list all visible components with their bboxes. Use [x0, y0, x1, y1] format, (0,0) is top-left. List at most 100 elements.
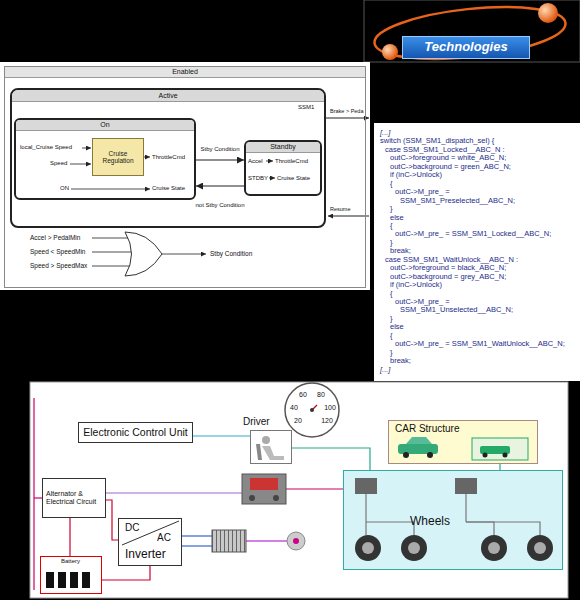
- battery-box: Battery: [40, 556, 102, 594]
- code-line: SSM_SM1_Unselected__ABC_N;: [400, 306, 513, 314]
- dial-number: 20: [294, 417, 302, 425]
- signal-label: Speed < SpeedMin: [30, 248, 85, 255]
- code-line: outC->foreground = white_ABC_N;: [390, 154, 506, 162]
- code-line: SSM_SM1_Preselected__ABC_N;: [400, 197, 515, 205]
- logo-box: Technologies: [402, 36, 530, 59]
- simulation-panel: [30, 382, 568, 598]
- code-line: outC->M_pre_ =: [395, 188, 450, 196]
- alternator-box: Alternator & Electrical Circuit: [42, 478, 106, 518]
- code-line: break;: [390, 247, 411, 255]
- code-line: {: [390, 180, 393, 188]
- connector: [69, 518, 70, 556]
- code-line: break;: [390, 357, 411, 365]
- code-line: outC->M_pre_ = SSM_SM1_Locked__ABC_N;: [395, 230, 551, 238]
- node-label: Technologies: [424, 40, 507, 55]
- code-line: outC->background = green_ABC_N;: [390, 163, 511, 171]
- code-line: {: [390, 222, 393, 230]
- code-line: {: [390, 332, 393, 340]
- disc: [287, 532, 305, 550]
- car-pictures: [398, 437, 528, 460]
- node-label: Alternator & Electrical Circuit: [46, 490, 102, 506]
- code-line: case SSM_SM1_WaitUnlock__ABC_N :: [385, 256, 518, 264]
- transition-label: not Stby Condition: [194, 202, 245, 209]
- code-line: else: [390, 323, 404, 331]
- code-panel: [374, 123, 580, 381]
- signal-label: Cruise State: [277, 175, 310, 182]
- code-line: [...]: [380, 129, 390, 137]
- node-label: Electronic Control Unit: [83, 426, 187, 438]
- wheels-ground: [343, 470, 563, 570]
- code-line: if (inC->Unlock): [390, 281, 442, 289]
- code-line: }: [390, 349, 393, 357]
- dial-number: 60: [299, 391, 307, 399]
- code-line: }: [390, 239, 393, 247]
- signal-label: Resume: [330, 206, 350, 212]
- signal-label: Brake > Peda: [330, 108, 363, 114]
- engine: [242, 474, 286, 504]
- connector: [292, 448, 370, 470]
- car-structure-box: CAR Structure: [388, 420, 538, 464]
- wires: [34, 398, 540, 590]
- signal-label: Speed > SpeedMax: [30, 262, 87, 269]
- code-line: [...]: [380, 366, 390, 374]
- motor: [212, 530, 246, 552]
- node-label: Battery: [61, 558, 80, 565]
- state-box: Standby: [244, 140, 322, 196]
- signal-label: Cruise State: [152, 185, 185, 192]
- code-line: outC->M_pre_ =: [395, 298, 450, 306]
- node-label: Inverter: [125, 548, 166, 562]
- code-line: }: [390, 205, 393, 213]
- wheel-icons: [355, 478, 553, 561]
- dial-number: 80: [317, 391, 325, 399]
- car-ground: [388, 420, 538, 464]
- dial-number: 100: [324, 404, 336, 412]
- state-name: Standby: [246, 142, 320, 153]
- connector: [106, 500, 118, 540]
- node-label: Wheels: [410, 515, 450, 529]
- code-line: outC->M_pre_ = SSM_SM1_WaitUnlock__ABC_N…: [395, 340, 565, 348]
- driver-figure: [256, 436, 284, 460]
- connector: [196, 185, 244, 186]
- signal-label: ThrottleCmd: [275, 158, 308, 165]
- code-line: }: [390, 315, 393, 323]
- ecu-box: Electronic Control Unit: [78, 422, 193, 443]
- node-label: AC: [157, 532, 171, 544]
- code-line: {: [390, 290, 393, 298]
- signal-label: SSM1: [298, 104, 314, 111]
- battery-cells: [46, 572, 90, 588]
- transition-label: Stby Condition: [199, 146, 240, 153]
- signal-label: Stby Condition: [210, 250, 252, 257]
- statechart-panel: [0, 62, 370, 290]
- code-line: if (inC->Unlock): [390, 171, 442, 179]
- logo: [364, 0, 580, 67]
- code-line: else: [390, 214, 404, 222]
- signal-label: Accel > PedalMin: [30, 234, 80, 241]
- signal-label: ThrottleCmd: [152, 154, 185, 161]
- signal-label: Speed: [50, 160, 67, 167]
- signal-label: local_Cruise Speed: [20, 144, 72, 151]
- code-line: case SSM_SM1_Locked__ABC_N :: [385, 146, 505, 154]
- signal-label: Accel: [248, 158, 263, 165]
- code-line: switch (SSM_SM1_dispatch_sel) {: [380, 137, 494, 145]
- node-label: Driver: [243, 416, 270, 428]
- wheels-box: Wheels: [343, 470, 563, 570]
- node-label: DC: [125, 522, 139, 534]
- dial-number: 40: [290, 404, 298, 412]
- node-label: Cruise Regulation: [96, 150, 140, 165]
- driver-box: Driver: [250, 430, 292, 464]
- state-name: Active: [12, 90, 324, 102]
- node-label: CAR Structure: [395, 423, 459, 435]
- state-name: Enabled: [5, 67, 365, 78]
- or-gate: [125, 232, 162, 276]
- dial-number: 120: [321, 417, 333, 425]
- speedometer: 60 80 40 100 20 120: [284, 382, 340, 438]
- signal-label: STDBY: [248, 175, 268, 182]
- inverter-box: DC AC Inverter: [118, 518, 182, 566]
- connector: [196, 159, 244, 160]
- operator-block: Cruise Regulation: [92, 138, 144, 176]
- code-line: outC->background = grey_ABC_N;: [390, 273, 506, 281]
- state-name: On: [16, 120, 194, 131]
- code-line: outC->foreground = black_ABC_N;: [390, 264, 506, 272]
- signal-label: ON: [60, 185, 69, 192]
